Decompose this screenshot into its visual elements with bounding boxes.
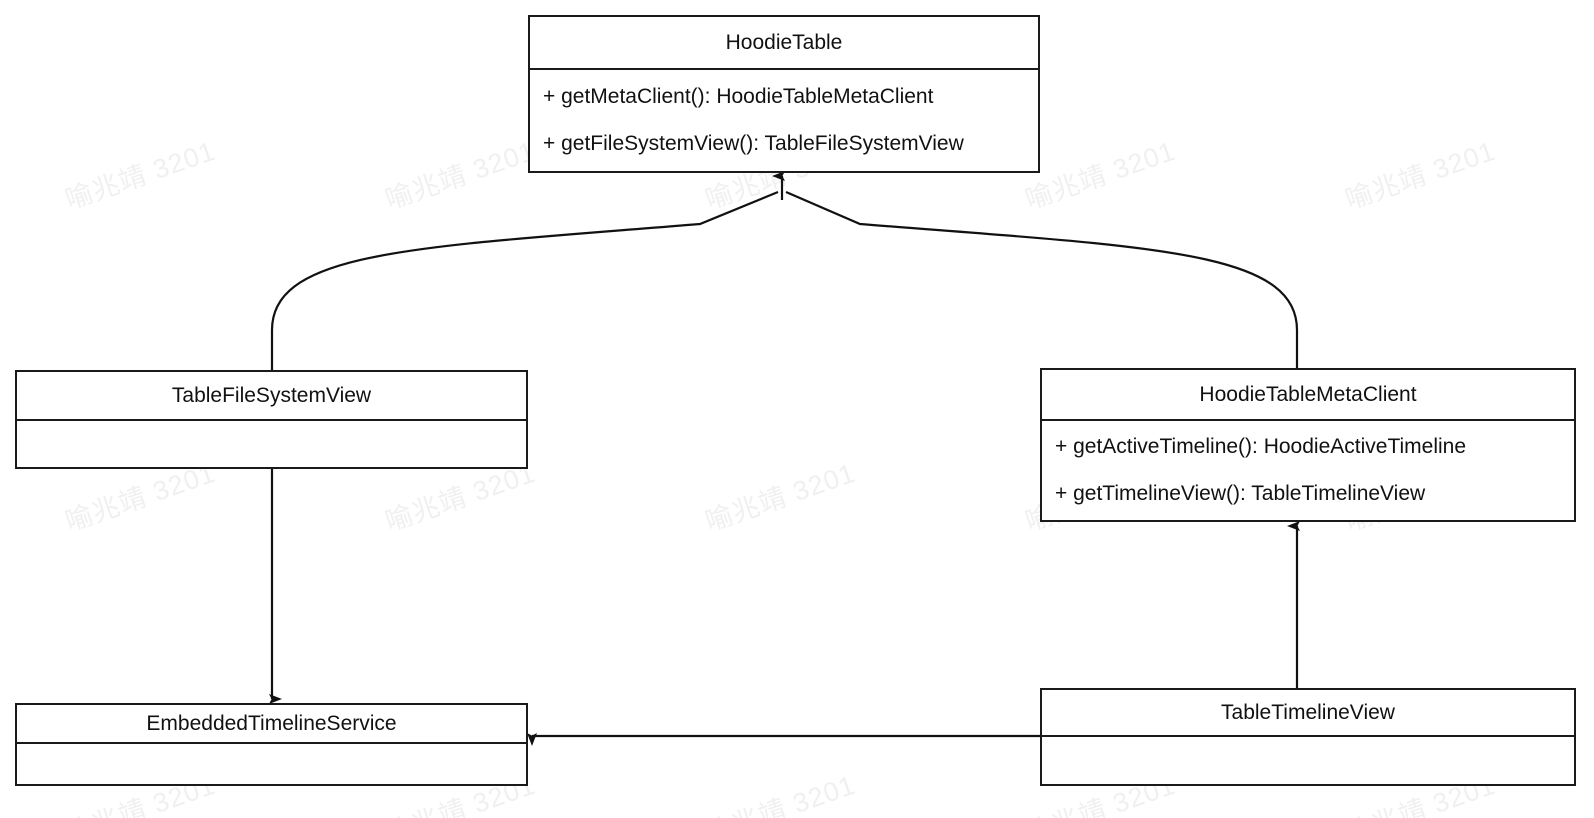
class-members-hoodie-table: + getMetaClient(): HoodieTableMetaClient… [530,68,1038,171]
class-members-table-file-system-view [17,419,526,467]
connector-tfsv-to-hoodie-table [270,190,779,370]
class-member: + getFileSystemView(): TableFileSystemVi… [543,131,964,155]
watermark-text: 喻兆靖 3201 [1021,135,1180,216]
class-members-table-timeline-view [1042,735,1574,784]
class-name-hoodie-table: HoodieTable [725,30,843,54]
class-name-table-file-system-view: TableFileSystemView [171,383,372,407]
class-box-hoodie-table-meta-client[interactable]: HoodieTableMetaClient + getActiveTimelin… [1040,368,1576,522]
class-name-hoodie-table-meta-client: HoodieTableMetaClient [1199,382,1417,406]
class-name-embedded-timeline-service: EmbeddedTimelineService [146,711,397,735]
watermark-text: 喻兆靖 3201 [381,135,540,216]
class-box-table-file-system-view[interactable]: TableFileSystemView [15,370,528,469]
class-box-embedded-timeline-service[interactable]: EmbeddedTimelineService [15,703,528,786]
watermark-text: 喻兆靖 3201 [61,135,220,216]
class-members-hoodie-table-meta-client: + getActiveTimeline(): HoodieActiveTimel… [1042,419,1574,520]
watermark-text: 喻兆靖 3201 [1341,135,1500,216]
class-member: + getActiveTimeline(): HoodieActiveTimel… [1055,435,1467,459]
class-member: + getMetaClient(): HoodieTableMetaClient [543,85,934,109]
class-name-table-timeline-view: TableTimelineView [1221,700,1395,724]
connector-htmc-to-hoodie-table [785,190,1299,368]
class-member: + getTimelineView(): TableTimelineView [1055,481,1426,505]
class-members-embedded-timeline-service [17,742,526,784]
class-box-table-timeline-view[interactable]: TableTimelineView [1040,688,1576,786]
watermark-text: 喻兆靖 3201 [701,769,860,818]
class-box-hoodie-table[interactable]: HoodieTable + getMetaClient(): HoodieTab… [528,15,1040,173]
watermark-text: 喻兆靖 3201 [701,457,860,538]
